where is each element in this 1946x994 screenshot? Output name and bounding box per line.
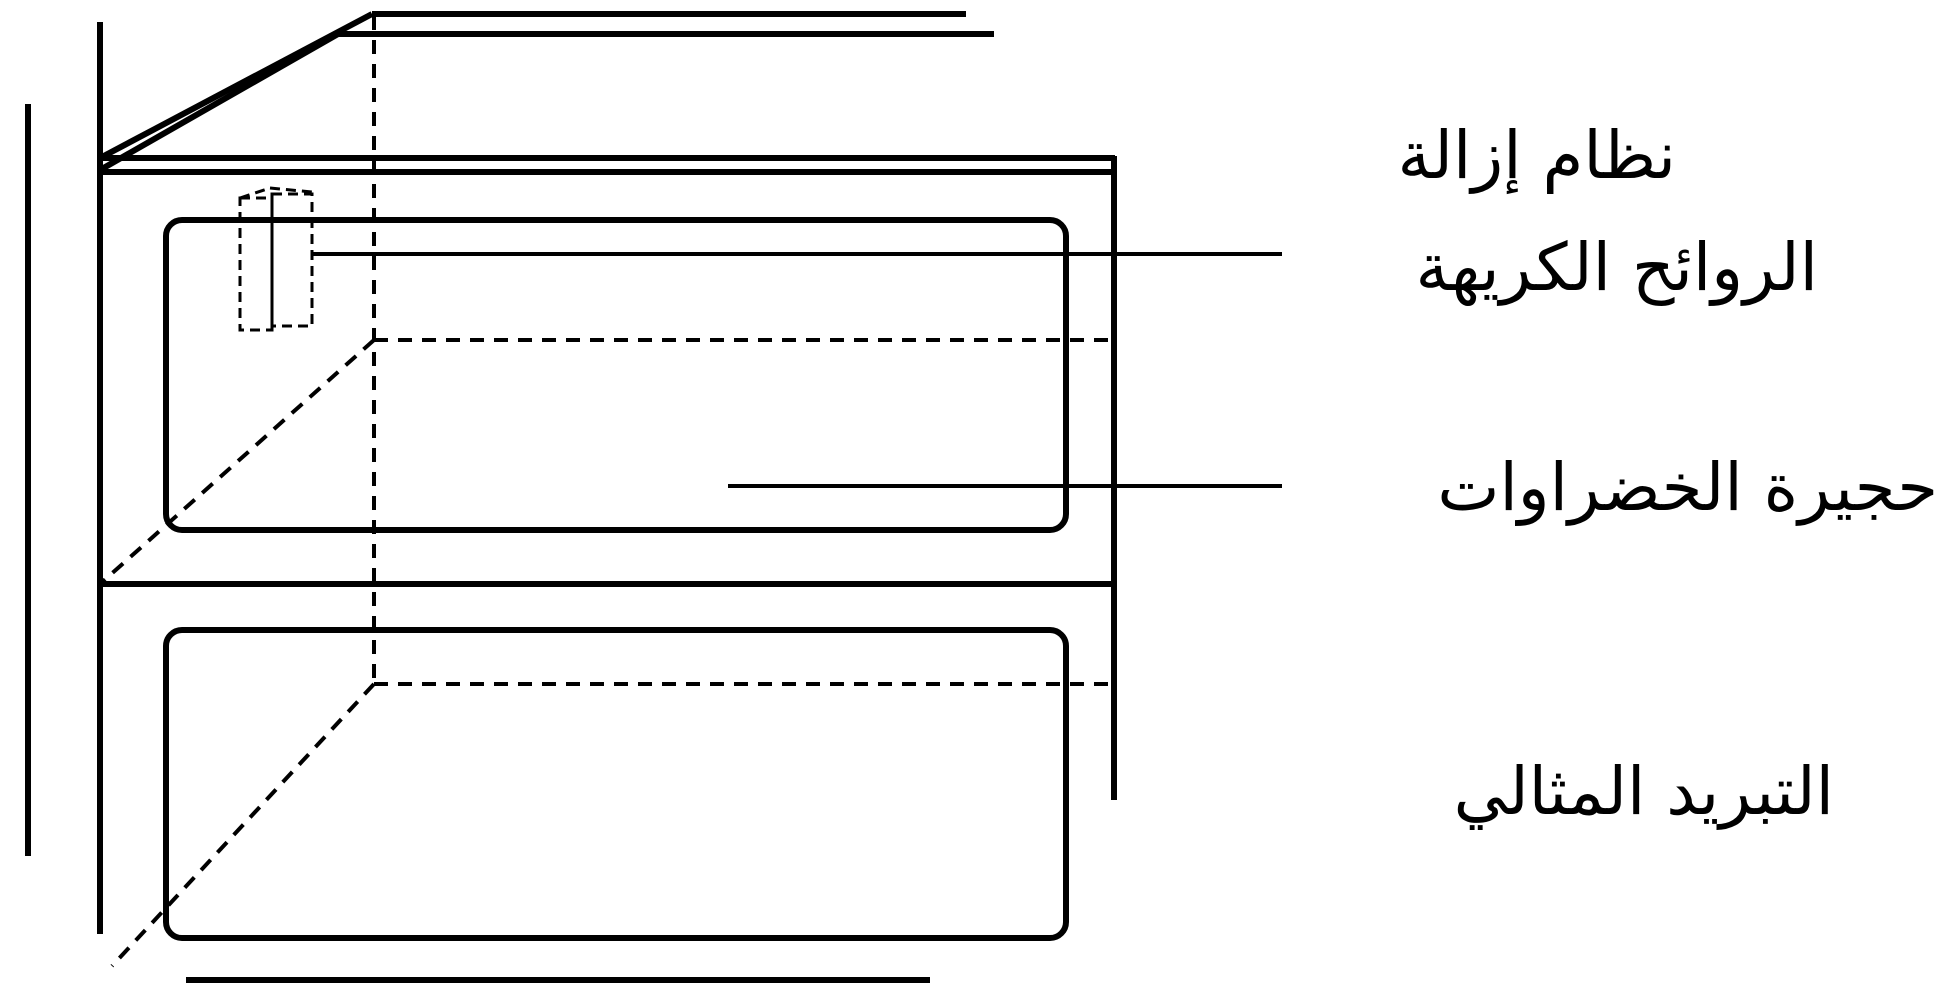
deodorizer-label-line1: نظام إزالة [1397,117,1676,194]
deodorizer-top-edge [239,186,271,200]
deodorizer-label-line2: الروائح الكريهة [1415,229,1818,306]
optimal-cooling-drawer [163,627,1069,941]
deodorizer-body-right [270,192,314,328]
upper-depth-dashed [98,338,376,586]
deodorizer-device [238,186,314,332]
deodorizer-top-edge-2 [269,186,313,194]
optimal-cooling-label: التبريد المثالي [1453,753,1834,830]
vegetable-compartment-label: حجيرة الخضراوات [1437,449,1938,526]
cabinet-outline [25,11,1117,983]
vegetable-drawer-upper [163,217,1069,533]
hidden-lines [98,16,1114,968]
top-slant-inner [98,31,340,173]
lower-depth-dashed [110,682,376,968]
leader-lines [312,252,1282,488]
